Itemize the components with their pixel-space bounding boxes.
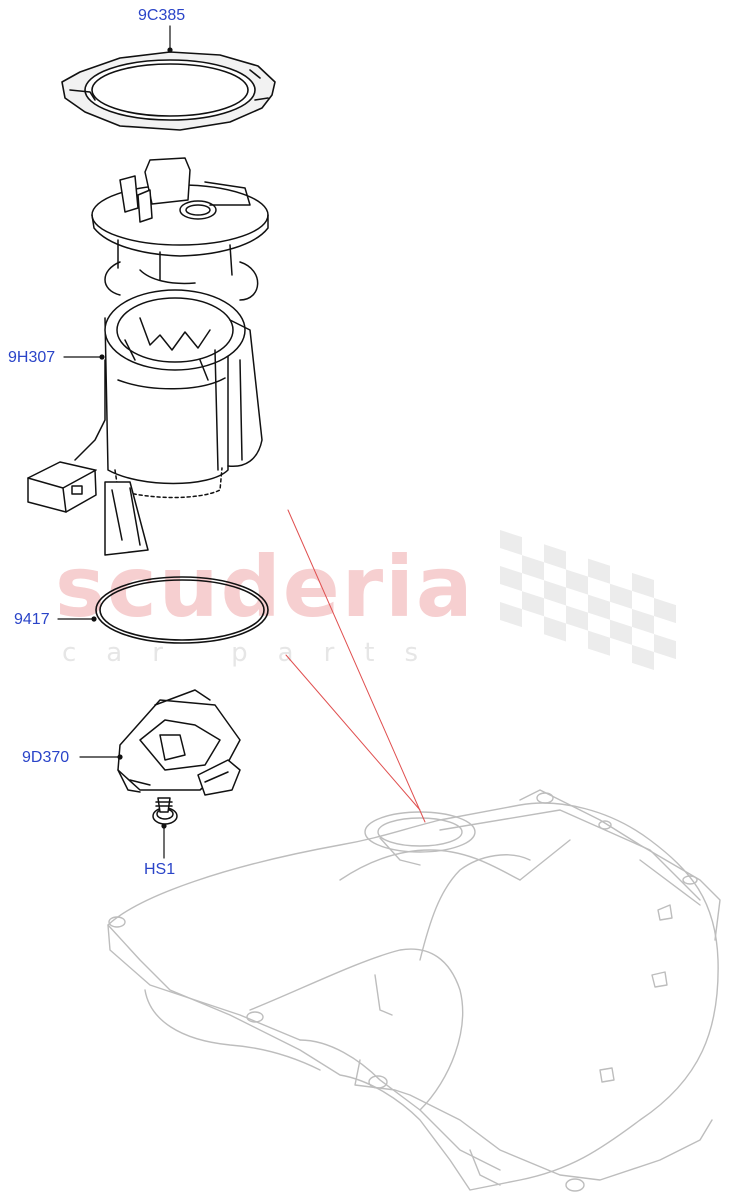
leader-lines	[57, 25, 173, 859]
fuel-tank-drawing	[107, 789, 721, 1192]
callout-9h307[interactable]: 9H307	[8, 349, 56, 366]
callout-9417[interactable]: 9417	[14, 611, 50, 628]
o-ring-drawing	[95, 576, 269, 644]
screw-drawing	[152, 797, 178, 825]
pointer-lines	[285, 509, 426, 823]
fuel-pump-module-drawing	[27, 157, 269, 556]
control-module-drawing	[117, 689, 241, 796]
callout-9c385[interactable]: 9C385	[138, 7, 186, 24]
watermark-tagline: car parts	[62, 638, 449, 668]
callout-9d370[interactable]: 9D370	[22, 749, 70, 766]
locking-ring-drawing	[61, 51, 276, 131]
callout-hs1[interactable]: HS1	[144, 861, 176, 878]
